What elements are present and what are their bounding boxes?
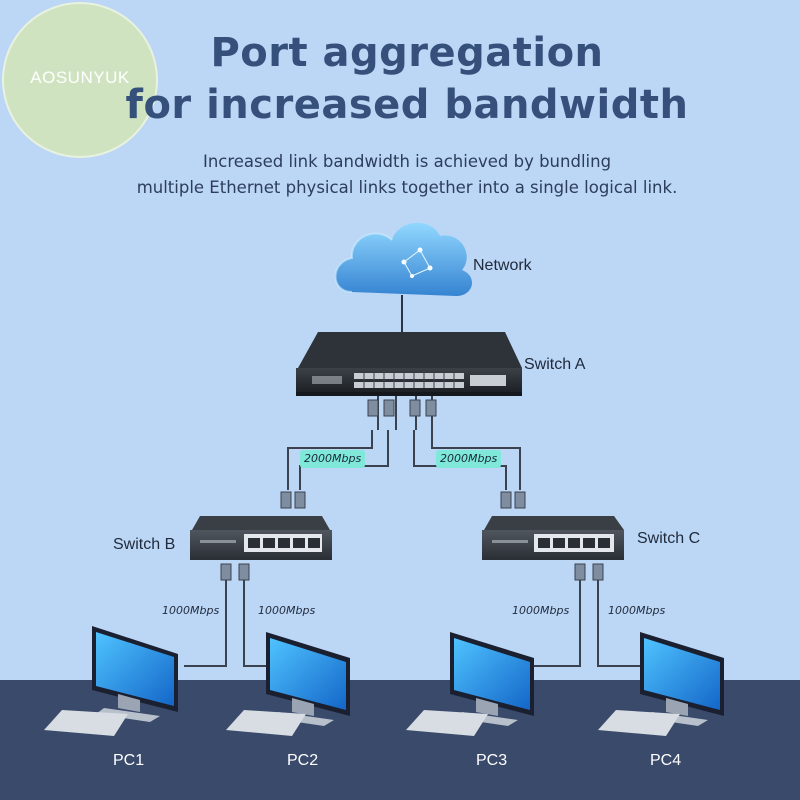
pc4-computer [598, 632, 724, 736]
pc4-label: PC4 [650, 752, 682, 769]
pc2-computer [226, 632, 350, 736]
network-label: Network [473, 257, 532, 274]
aggregate-cables [287, 396, 521, 490]
switch-b-label: Switch B [113, 536, 176, 553]
pc3-label: PC3 [476, 752, 508, 769]
watermark-badge: AOSUNYUK [2, 2, 158, 158]
switch-c-device [482, 516, 624, 560]
aggregate-speed-left: 2000Mbps [300, 450, 366, 468]
switch-b-device [190, 516, 332, 560]
pc2-link-speed: 1000Mbps [258, 604, 316, 617]
cloud-icon [334, 222, 473, 296]
pc1-label: PC1 [113, 752, 145, 769]
rj45-connectors-mid [280, 491, 526, 509]
pc1-link-speed: 1000Mbps [162, 604, 220, 617]
title-line-2: for increased bandwidth [125, 82, 689, 128]
pc2-label: PC2 [287, 752, 319, 769]
title-line-1: Port aggregation [210, 30, 604, 76]
switch-a-label: Switch A [524, 356, 586, 373]
pc3-computer [406, 632, 534, 736]
aggregate-speed-right: 2000Mbps [436, 450, 502, 468]
watermark-text: AOSUNYUK [30, 68, 130, 87]
subtitle-line-1: Increased link bandwidth is achieved by … [202, 152, 612, 171]
rj45-connectors-top [367, 399, 437, 417]
switch-c-label: Switch C [637, 530, 701, 547]
subtitle-line-2: multiple Ethernet physical links togethe… [136, 178, 678, 197]
rj45-connectors-low [220, 563, 604, 581]
switch-a-device [296, 332, 522, 396]
pc3-link-speed: 1000Mbps [512, 604, 570, 617]
pc1-computer [44, 626, 178, 736]
pc4-link-speed: 1000Mbps [608, 604, 666, 617]
pc-cables [184, 580, 640, 667]
